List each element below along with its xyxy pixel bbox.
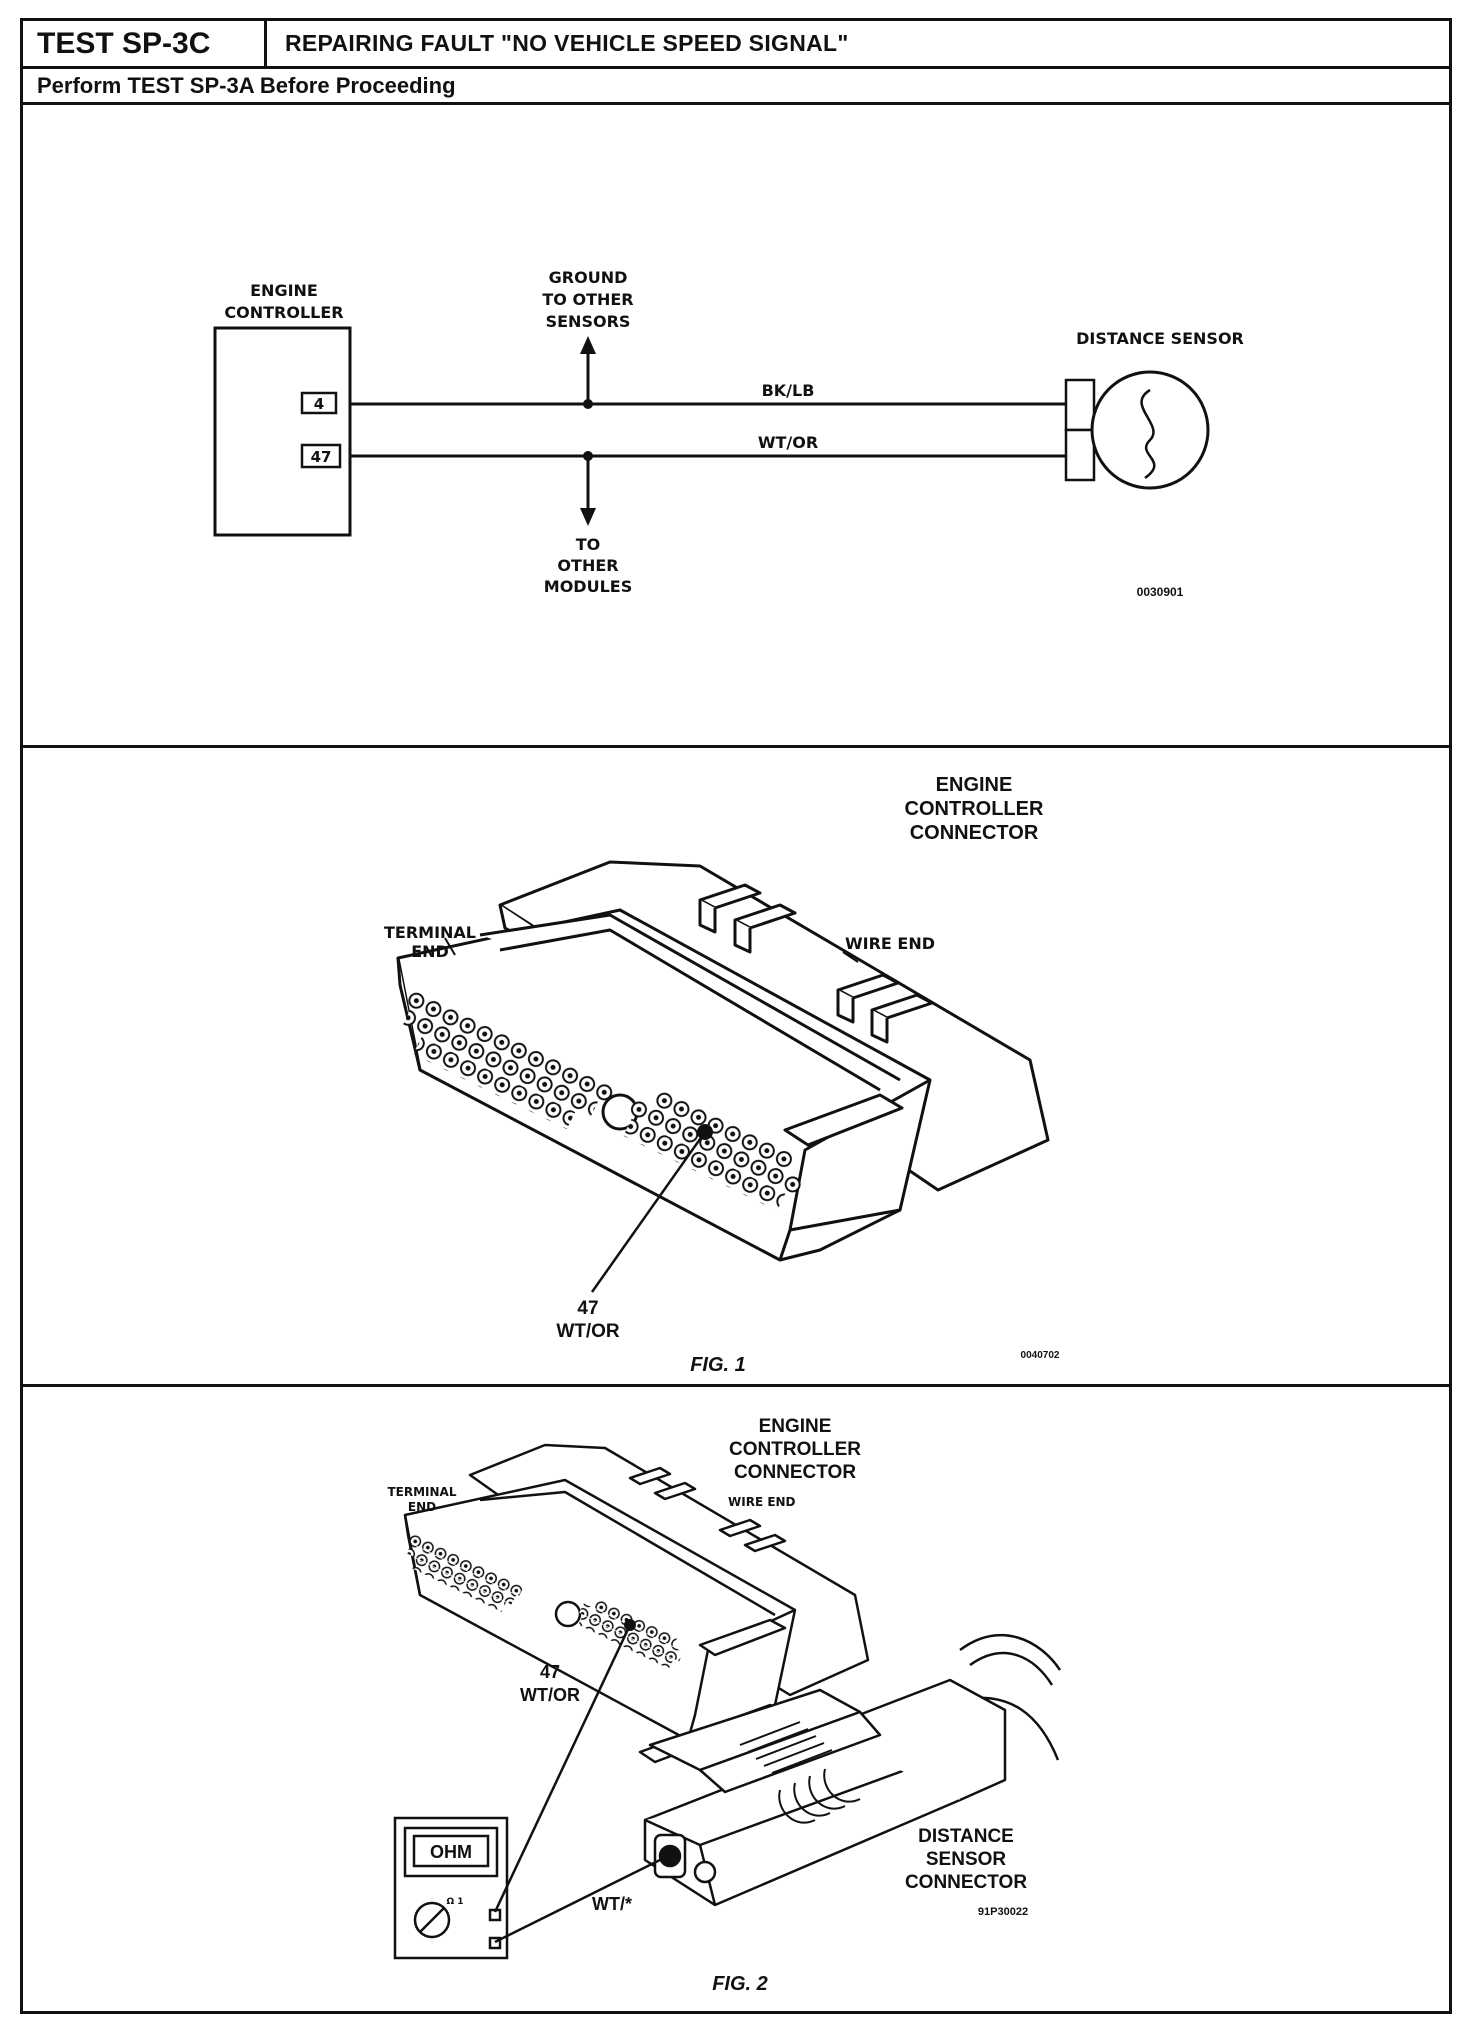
modules-label-2: OTHER	[557, 556, 618, 575]
arrow-down-icon	[580, 508, 596, 526]
fig2-pin-number: 47	[540, 1662, 560, 1682]
fig1-connector-diagram: ENGINE CONTROLLER CONNECTOR	[384, 774, 1060, 1376]
test-id: TEST SP-3C	[23, 21, 267, 66]
engine-controller-label-1: ENGINE	[250, 281, 318, 300]
test-lead-negative	[494, 1854, 669, 1944]
pin-4-box	[300, 391, 338, 415]
fig1-connector-label-1: ENGINE	[936, 774, 1013, 796]
sensor-connector-label-3: CONNECTOR	[905, 1872, 1027, 1893]
fig2-pin-wire: WT/OR	[520, 1685, 580, 1705]
test-page: TEST SP-3C REPAIRING FAULT "NO VEHICLE S…	[20, 18, 1452, 2014]
fig2-connector-label-1: ENGINE	[759, 1416, 832, 1437]
fig2-connector-icon	[403, 1443, 870, 1742]
ground-label-2: TO OTHER	[542, 290, 633, 309]
pin-47-box	[300, 443, 342, 469]
ohmmeter-range: Ω 1	[446, 1897, 463, 1907]
fig1-wire-leader	[842, 951, 859, 963]
fig1-pin-number: 47	[577, 1298, 598, 1319]
sensor-coil-icon	[1140, 388, 1156, 480]
test-title: REPAIRING FAULT "NO VEHICLE SPEED SIGNAL…	[285, 30, 849, 56]
ohmmeter-display: OHM	[430, 1842, 472, 1862]
distance-sensor-connector-icon	[638, 1633, 1062, 1907]
sensor-terminal	[1064, 428, 1096, 482]
fig1-connector-label-3: CONNECTOR	[910, 822, 1039, 844]
wire-1-label: BK/LB	[762, 381, 815, 400]
fig2-connector-label-2: CONTROLLER	[729, 1439, 861, 1460]
sensor-connector-label-2: SENSOR	[926, 1849, 1007, 1870]
fig2-terminal-end-2: END	[408, 1500, 436, 1514]
schematic-ref: 0030901	[1137, 585, 1184, 599]
distance-sensor-icon	[1090, 370, 1210, 490]
sensor-connector-label-1: DISTANCE	[918, 1826, 1014, 1847]
fig1-terminal-leader	[444, 937, 456, 956]
pin-47-label: 47	[311, 448, 332, 466]
fig1-terminal-end-1: TERMINAL	[384, 923, 476, 942]
section-divider	[23, 1384, 1449, 1387]
fig1-caption: FIG. 1	[690, 1354, 746, 1376]
distance-sensor-label: DISTANCE SENSOR	[1076, 329, 1244, 348]
modules-label-1: TO	[576, 535, 601, 554]
fig1-connector-icon	[396, 860, 1050, 1262]
section-divider	[23, 745, 1449, 748]
modules-label-3: MODULES	[544, 577, 632, 596]
ground-label-3: SENSORS	[546, 312, 631, 331]
header-bar: TEST SP-3C REPAIRING FAULT "NO VEHICLE S…	[23, 21, 1449, 69]
fig1-ref: 0040702	[1021, 1350, 1060, 1361]
test-lead-positive	[493, 1624, 632, 1913]
fig2-wire-label: WT/*	[592, 1894, 632, 1914]
fig2-ohmmeter-diagram: ENGINE CONTROLLER CONNECTOR	[387, 1416, 1062, 1995]
fig2-terminal-end-1: TERMINAL	[387, 1485, 456, 1499]
wiring-schematic: ENGINE CONTROLLER 4 47 GROUND TO OTHER S…	[213, 268, 1244, 599]
test-subtitle: Perform TEST SP-3A Before Proceeding	[23, 69, 1449, 105]
fig1-connector-label-2: CONTROLLER	[905, 798, 1044, 820]
fig1-pin-wire: WT/OR	[556, 1321, 620, 1342]
arrow-up-icon	[580, 336, 596, 354]
fig1-pin-leader	[590, 1131, 707, 1293]
ohmmeter-icon	[393, 1816, 509, 1960]
ground-label-1: GROUND	[549, 268, 628, 287]
fig1-wire-end: WIRE END	[845, 934, 935, 953]
wire-2-label: WT/OR	[758, 433, 818, 452]
fig2-connector-label-3: CONNECTOR	[734, 1462, 856, 1483]
fig2-wire-end: WIRE END	[728, 1495, 796, 1509]
engine-controller-label-2: CONTROLLER	[224, 303, 343, 322]
fig2-caption: FIG. 2	[712, 1973, 768, 1995]
sensor-terminal	[1064, 378, 1096, 432]
pin-4-label: 4	[314, 395, 324, 413]
fig1-terminal-end-2: END	[411, 942, 449, 961]
engine-controller-box	[213, 326, 352, 537]
fig2-ref: 91P30022	[978, 1906, 1028, 1918]
